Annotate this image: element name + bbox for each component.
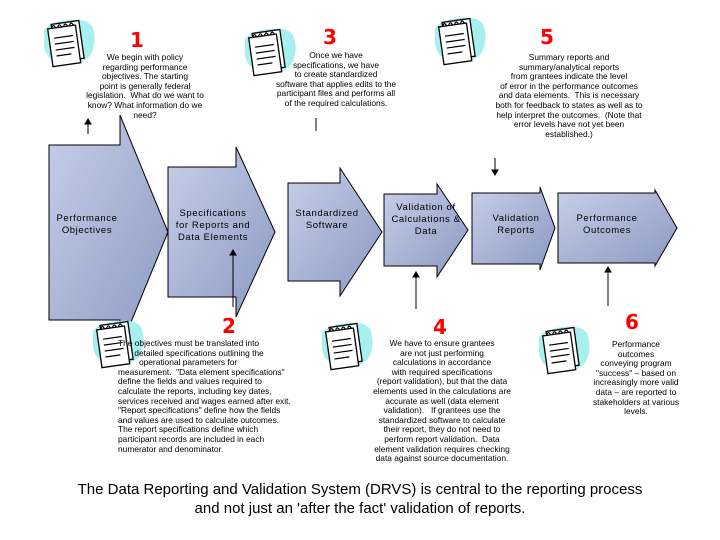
arrow-label-performance-objectives: Performance Objectives	[48, 213, 126, 237]
arrow-label-performance-outcomes: Performance Outcomes	[562, 213, 652, 237]
arrow-standardized-software	[288, 168, 382, 296]
step-1-note: We begin with policy regarding performan…	[78, 53, 212, 120]
arrow-label-standardized-software: Standardized Software	[289, 208, 365, 232]
step-number-1: 1	[130, 30, 144, 50]
arrow-label-specifications: Specifications for Reports and Data Elem…	[168, 208, 258, 244]
step-3-note: Once we have specifications, we have to …	[268, 51, 404, 109]
step-number-6: 6	[625, 312, 639, 332]
step-6-note: Performance outcomes conveying program "…	[580, 340, 692, 417]
step-4-note: We have to ensure grantees are not just …	[364, 339, 520, 464]
step-2-note: The objectives must be translated into d…	[118, 339, 312, 454]
step-number-5: 5	[540, 27, 554, 47]
step-number-3: 3	[323, 27, 337, 47]
footer-caption: The Data Reporting and Validation System…	[0, 480, 720, 518]
arrow-label-validation: Validation of Calculations & Data	[385, 202, 467, 238]
arrow-label-validation-reports: Validation Reports	[475, 213, 557, 237]
step-number-4: 4	[433, 317, 447, 337]
step-5-note: Summary reports and summary/analytical r…	[476, 53, 662, 139]
step-number-2: 2	[222, 316, 236, 336]
